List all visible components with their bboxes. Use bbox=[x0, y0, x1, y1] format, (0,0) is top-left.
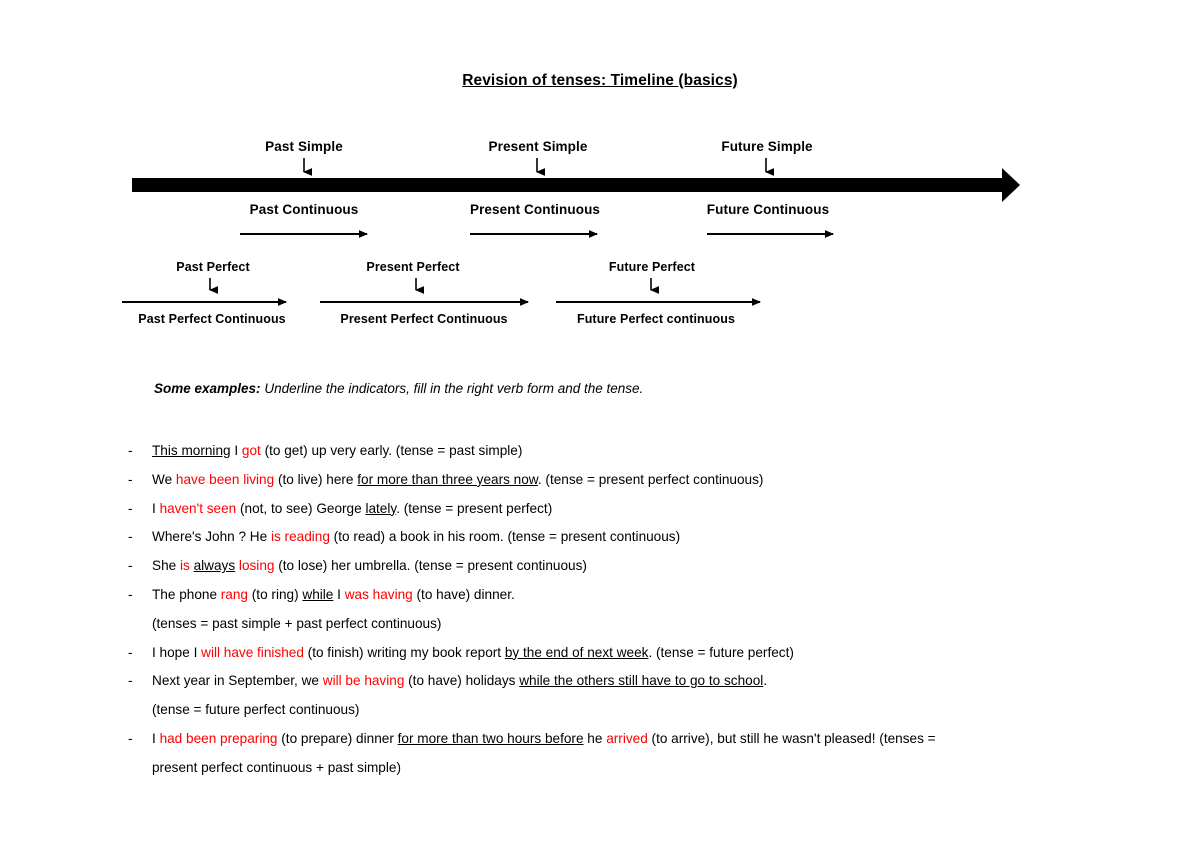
main-timeline-arrow bbox=[132, 168, 1020, 202]
example-line: -This morning I got (to get) up very ear… bbox=[128, 437, 1188, 466]
example-text-fragment: (to finish) writing my book report bbox=[304, 645, 505, 660]
list-bullet: - bbox=[128, 466, 142, 495]
example-line-continuation: present perfect continuous + past simple… bbox=[128, 754, 1188, 783]
examples-list: -This morning I got (to get) up very ear… bbox=[128, 437, 1188, 783]
list-bullet: - bbox=[128, 437, 142, 466]
timeline-label-future-perfect-continuous: Future Perfect continuous bbox=[577, 312, 735, 326]
example-text-fragment: is reading bbox=[271, 529, 330, 544]
example-text-fragment: was having bbox=[345, 587, 413, 602]
example-text-fragment: (not, to see) George bbox=[236, 501, 365, 516]
tense-timeline-diagram: Past Simple Present Simple Future Simple… bbox=[0, 0, 1200, 360]
timeline-label-present-simple: Present Simple bbox=[489, 139, 588, 154]
example-text-fragment: is bbox=[180, 558, 190, 573]
timeline-label-future-perfect: Future Perfect bbox=[609, 260, 695, 274]
example-text-fragment: Where's John ? He bbox=[152, 529, 271, 544]
example-text-fragment: will have finished bbox=[201, 645, 304, 660]
list-bullet: - bbox=[128, 495, 142, 524]
example-text-fragment: lately bbox=[365, 501, 396, 516]
example-line: -Next year in September, we will be havi… bbox=[128, 667, 1188, 696]
example-text-fragment: for more than two hours before bbox=[398, 731, 584, 746]
timeline-label-past-perfect-continuous: Past Perfect Continuous bbox=[138, 312, 285, 326]
example-text-fragment: had been preparing bbox=[160, 731, 278, 746]
example-text-fragment: (to get) up very early. (tense = past si… bbox=[261, 443, 523, 458]
example-line-continuation: (tense = future perfect continuous) bbox=[128, 696, 1188, 725]
example-text-fragment: This morning bbox=[152, 443, 231, 458]
timeline-label-future-simple: Future Simple bbox=[721, 139, 812, 154]
example-text-fragment: We bbox=[152, 472, 176, 487]
example-text-fragment: She bbox=[152, 558, 180, 573]
example-text-fragment: while bbox=[302, 587, 333, 602]
example-text-fragment: (to lose) her umbrella. (tense = present… bbox=[274, 558, 586, 573]
example-text-fragment: Next year in September, we bbox=[152, 673, 323, 688]
list-bullet: - bbox=[128, 667, 142, 696]
example-text-fragment: I bbox=[152, 731, 160, 746]
timeline-graphics bbox=[0, 0, 1200, 360]
example-line: -She is always losing (to lose) her umbr… bbox=[128, 552, 1188, 581]
list-bullet: - bbox=[128, 581, 142, 610]
example-text-fragment: (to arrive), but still he wasn't pleased… bbox=[648, 731, 936, 746]
example-text-fragment: got bbox=[242, 443, 261, 458]
list-bullet: - bbox=[128, 552, 142, 581]
list-bullet: - bbox=[128, 725, 142, 754]
example-text-fragment: he bbox=[584, 731, 607, 746]
example-text-fragment: while the others still have to go to sch… bbox=[519, 673, 763, 688]
timeline-label-present-perfect: Present Perfect bbox=[366, 260, 459, 274]
example-line-continuation: (tenses = past simple + past perfect con… bbox=[128, 610, 1188, 639]
example-text-fragment: have been living bbox=[176, 472, 274, 487]
timeline-label-past-simple: Past Simple bbox=[265, 139, 343, 154]
example-line: -Where's John ? He is reading (to read) … bbox=[128, 523, 1188, 552]
example-text-fragment: for more than three years now bbox=[357, 472, 538, 487]
example-text-fragment: . (tense = present perfect continuous) bbox=[538, 472, 764, 487]
timeline-label-present-perfect-continuous: Present Perfect Continuous bbox=[340, 312, 507, 326]
example-text-fragment: (to prepare) dinner bbox=[277, 731, 397, 746]
example-text-fragment: . (tense = present perfect) bbox=[396, 501, 552, 516]
example-text-fragment: I bbox=[333, 587, 344, 602]
example-text-fragment: I bbox=[152, 501, 160, 516]
example-text-fragment: . (tense = future perfect) bbox=[648, 645, 793, 660]
example-line: -I hope I will have finished (to finish)… bbox=[128, 639, 1188, 668]
example-text-fragment: . bbox=[763, 673, 767, 688]
timeline-label-future-continuous: Future Continuous bbox=[707, 202, 829, 217]
list-bullet: - bbox=[128, 523, 142, 552]
timeline-label-present-continuous: Present Continuous bbox=[470, 202, 600, 217]
example-text-fragment: (to have) holidays bbox=[404, 673, 519, 688]
examples-heading: Some examples: Underline the indicators… bbox=[152, 381, 643, 397]
list-bullet: - bbox=[128, 639, 142, 668]
example-text-fragment: losing bbox=[239, 558, 275, 573]
example-text-fragment: rang bbox=[221, 587, 248, 602]
example-text-fragment: (to ring) bbox=[248, 587, 302, 602]
example-text-fragment: always bbox=[194, 558, 236, 573]
timeline-label-past-continuous: Past Continuous bbox=[250, 202, 359, 217]
examples-heading-bold: Some examples: bbox=[154, 381, 261, 396]
example-text-fragment: (to read) a book in his room. (tense = p… bbox=[330, 529, 680, 544]
example-text-fragment: The phone bbox=[152, 587, 221, 602]
example-line: -We have been living (to live) here for … bbox=[128, 466, 1188, 495]
example-text-fragment: I hope I bbox=[152, 645, 201, 660]
example-line: -The phone rang (to ring) while I was ha… bbox=[128, 581, 1188, 610]
example-text-fragment: by the end of next week bbox=[505, 645, 649, 660]
timeline-label-past-perfect: Past Perfect bbox=[176, 260, 249, 274]
example-text-fragment: I bbox=[231, 443, 242, 458]
example-text-fragment: (to have) dinner. bbox=[413, 587, 515, 602]
examples-heading-instruction: Underline the indicators, fill in the ri… bbox=[261, 381, 644, 396]
example-text-fragment: (to live) here bbox=[274, 472, 357, 487]
example-line: -I haven't seen (not, to see) George lat… bbox=[128, 495, 1188, 524]
example-text-fragment: haven't seen bbox=[160, 501, 237, 516]
example-text-fragment: will be having bbox=[323, 673, 405, 688]
example-line: -I had been preparing (to prepare) dinne… bbox=[128, 725, 1188, 754]
example-text-fragment: arrived bbox=[606, 731, 648, 746]
